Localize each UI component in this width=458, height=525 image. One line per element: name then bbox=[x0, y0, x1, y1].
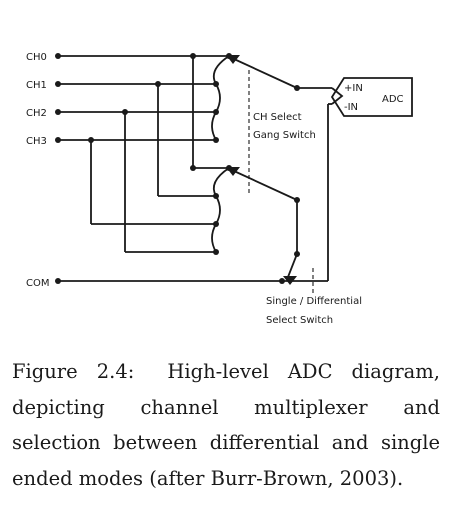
com-label: COM bbox=[26, 278, 49, 289]
adc-label: ADC bbox=[382, 94, 404, 105]
mode-switch-label-line2: Select Switch bbox=[266, 315, 333, 326]
adc-block: ADC +IN -IN bbox=[330, 77, 413, 117]
adc-minus-input-label: -IN bbox=[344, 102, 358, 113]
ch3-label: CH3 bbox=[26, 136, 47, 147]
ch1-label: CH1 bbox=[26, 80, 47, 91]
adc-multiplexer-diagram: CH0 CH1 CH2 CH3 COM bbox=[26, 52, 413, 326]
gang-switch-label-line1: CH Select bbox=[253, 112, 302, 123]
adc-plus-input-label: +IN bbox=[344, 83, 363, 94]
multiplexer-wiring bbox=[55, 53, 344, 285]
gang-switch-label-line2: Gang Switch bbox=[253, 130, 316, 141]
figure-number: Figure 2.4: bbox=[12, 360, 135, 383]
ch0-label: CH0 bbox=[26, 52, 47, 63]
ch2-label: CH2 bbox=[26, 108, 47, 119]
caption-text: High-level ADC diagram, depicting channe… bbox=[12, 360, 440, 490]
mode-switch-label-line1: Single / Differential bbox=[266, 296, 362, 307]
figure-caption: Figure 2.4: High-level ADC diagram, depi… bbox=[12, 354, 440, 496]
